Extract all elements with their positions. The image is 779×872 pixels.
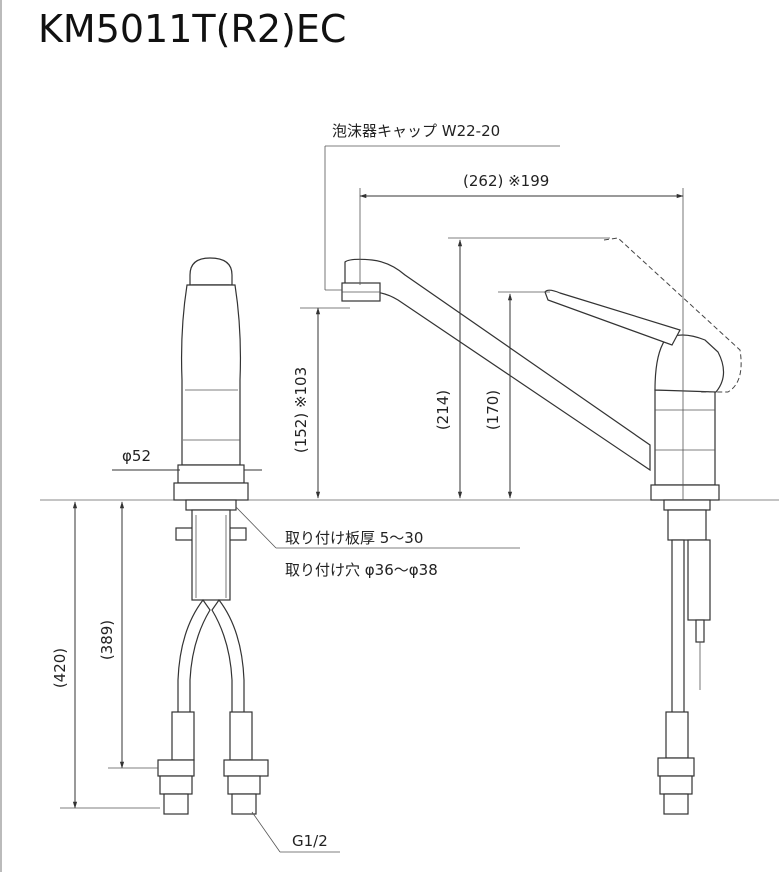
label-thread: G1/2 (292, 832, 328, 850)
front-view (157, 257, 269, 815)
label-depth-420: (420) (51, 648, 69, 688)
side-view (341, 258, 725, 815)
label-height-152: (152) ※103 (292, 367, 310, 453)
label-mount-hole: 取り付け穴 φ36～φ38 (285, 561, 438, 579)
label-height-170: (170) (484, 390, 502, 430)
label-diameter-base: φ52 (122, 447, 151, 465)
model-title: KM5011T(R2)EC (38, 7, 346, 51)
label-depth-389: (389) (98, 620, 116, 660)
raised-lever-outline (603, 237, 742, 393)
label-height-214: (214) (434, 390, 452, 430)
label-mount-thickness: 取り付け板厚 5～30 (285, 529, 423, 547)
label-aerator-cap: 泡沫器キャップ W22-20 (332, 122, 500, 140)
label-reach: (262) ※199 (463, 172, 549, 190)
